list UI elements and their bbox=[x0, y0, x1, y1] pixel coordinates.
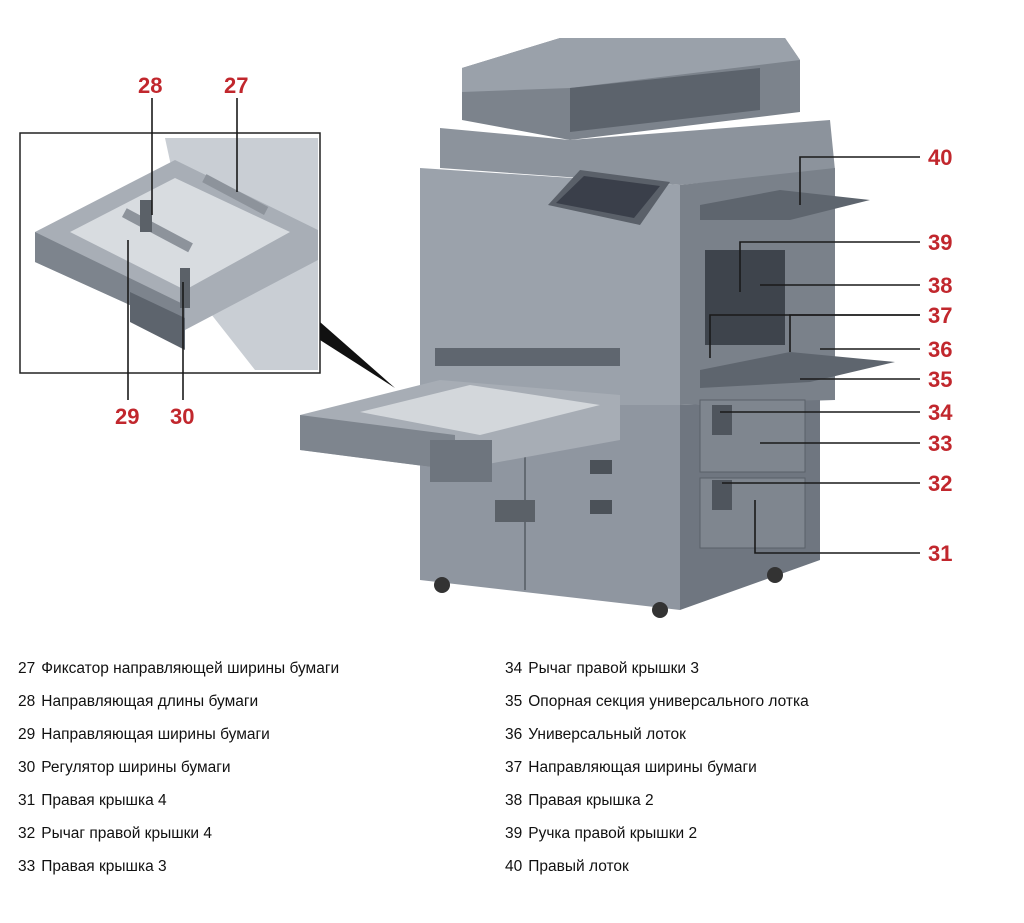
legend-item-28: 28 Направляющая длины бумаги bbox=[18, 685, 339, 718]
legend-item-38: 38 Правая крышка 2 bbox=[505, 784, 809, 817]
legend-number: 28 bbox=[18, 693, 36, 710]
callout-28: 28 bbox=[138, 73, 162, 98]
legend-right-column: 34 Рычаг правой крышки 3 35 Опорная секция… bbox=[505, 652, 809, 883]
leader-lines bbox=[127, 98, 920, 554]
legend-item-27: 27 Фиксатор направляющей ширины бумаги bbox=[18, 652, 339, 685]
legend-item-40: 40 Правый лоток bbox=[505, 850, 809, 883]
printer-body bbox=[300, 38, 895, 618]
legend-text: Правая крышка 3 bbox=[41, 858, 167, 875]
legend-item-30: 30 Регулятор ширины бумаги bbox=[18, 751, 339, 784]
legend-number: 40 bbox=[505, 858, 523, 875]
callout-31: 31 bbox=[928, 541, 952, 566]
legend-number: 39 bbox=[505, 825, 523, 842]
legend-number: 38 bbox=[505, 792, 523, 809]
callout-30: 30 bbox=[170, 404, 194, 429]
legend-left-column: 27 Фиксатор направляющей ширины бумаги 28… bbox=[18, 652, 339, 883]
callout-29: 29 bbox=[115, 404, 139, 429]
callout-33: 33 bbox=[928, 431, 952, 456]
legend-number: 32 bbox=[18, 825, 36, 842]
legend-text: Универсальный лоток bbox=[528, 726, 686, 743]
legend-text: Опорная секция универсального лотка bbox=[528, 693, 809, 710]
legend-text: Рычаг правой крышки 4 bbox=[41, 825, 213, 842]
legend-number: 31 bbox=[18, 792, 36, 809]
inset-connector bbox=[320, 322, 395, 388]
legend-text: Регулятор ширины бумаги bbox=[41, 759, 231, 776]
legend-number: 27 bbox=[18, 660, 36, 677]
legend-item-31: 31 Правая крышка 4 bbox=[18, 784, 339, 817]
legend-item-35: 35 Опорная секция универсального лотка bbox=[505, 685, 809, 718]
callout-38: 38 bbox=[928, 273, 952, 298]
callout-34: 34 bbox=[928, 400, 953, 425]
legend-number: 36 bbox=[505, 726, 523, 743]
legend-number: 37 bbox=[505, 759, 523, 776]
callout-35: 35 bbox=[928, 367, 952, 392]
legend-text: Правая крышка 4 bbox=[41, 792, 167, 809]
legend-text: Фиксатор направляющей ширины бумаги bbox=[41, 660, 340, 677]
legend-item-32: 32 Рычаг правой крышки 4 bbox=[18, 817, 339, 850]
legend-text: Рычаг правой крышки 3 bbox=[528, 660, 700, 677]
legend-item-37: 37 Направляющая ширины бумаги bbox=[505, 751, 809, 784]
callout-32: 32 bbox=[928, 471, 952, 496]
callout-40: 40 bbox=[928, 145, 952, 170]
legend-number: 34 bbox=[505, 660, 523, 677]
legend-text: Направляющая ширины бумаги bbox=[528, 759, 757, 776]
legend-number: 30 bbox=[18, 759, 36, 776]
callout-36: 36 bbox=[928, 337, 952, 362]
legend-text: Направляющая ширины бумаги bbox=[41, 726, 270, 743]
legend-text: Направляющая длины бумаги bbox=[41, 693, 259, 710]
callout-27: 27 bbox=[224, 73, 248, 98]
legend-text: Правый лоток bbox=[528, 858, 629, 875]
legend-item-33: 33 Правая крышка 3 bbox=[18, 850, 339, 883]
legend-item-36: 36 Универсальный лоток bbox=[505, 718, 809, 751]
callout-37: 37 bbox=[928, 303, 952, 328]
legend-text: Ручка правой крышки 2 bbox=[528, 825, 698, 842]
legend-number: 35 bbox=[505, 693, 523, 710]
printer-diagram: 28 27 29 30 40 39 38 37 36 35 34 33 32 3… bbox=[19, 38, 953, 618]
legend-item-29: 29 Направляющая ширины бумаги bbox=[18, 718, 339, 751]
legend-item-34: 34 Рычаг правой крышки 3 bbox=[505, 652, 809, 685]
legend-number: 29 bbox=[18, 726, 36, 743]
inset-tray-detail bbox=[19, 132, 321, 374]
callout-39: 39 bbox=[928, 230, 952, 255]
legend-number: 33 bbox=[18, 858, 36, 875]
legend-item-39: 39 Ручка правой крышки 2 bbox=[505, 817, 809, 850]
legend-text: Правая крышка 2 bbox=[528, 792, 654, 809]
